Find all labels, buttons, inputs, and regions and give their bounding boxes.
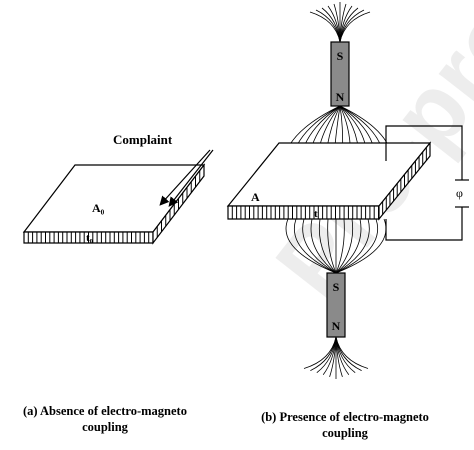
panel-a-front-hatching — [27, 232, 150, 243]
lower-magnet-top-pole: S — [333, 280, 340, 294]
caption-a-line2: coupling — [82, 420, 128, 434]
upper-magnet: S N — [330, 41, 350, 107]
panel-b-front-hatching — [231, 206, 379, 219]
panel-b-plate — [226, 141, 432, 221]
upper-magnet-top-pole: S — [337, 49, 344, 63]
panel-a-area-label: A₀ — [92, 201, 105, 215]
upper-magnet-bottom-pole: N — [336, 90, 345, 104]
caption-b: (b) Presence of electro-magneto coupling — [240, 409, 450, 441]
panel-a-plate — [22, 163, 206, 245]
panel-a-force-arrow-1 — [159, 149, 211, 206]
panel-b-side-hatching — [382, 147, 427, 215]
panel-a-thickness-label: t₀ — [86, 232, 94, 244]
caption-b-line2: coupling — [322, 426, 368, 440]
panel-b-thickness-label: t — [314, 208, 318, 220]
field-lines-top-fan — [309, 2, 371, 43]
potential-label: φ — [456, 186, 463, 200]
panel-a-title: Complaint — [113, 132, 173, 147]
panel-b-plate-front — [227, 205, 380, 220]
panel-b-area-label: A — [251, 190, 260, 204]
lower-magnet: S N — [326, 272, 346, 338]
caption-b-line1: (b) Presence of electro-magneto — [261, 410, 429, 424]
caption-a: (a) Absence of electro-magneto coupling — [10, 403, 200, 435]
lower-magnet-bottom-pole: N — [332, 319, 341, 333]
field-lines-bottom-fan — [303, 336, 369, 379]
field-lines-lower-gap — [285, 218, 387, 274]
caption-a-line1: (a) Absence of electro-magneto — [23, 404, 187, 418]
electric-circuit — [385, 125, 469, 241]
panel-a-force-arrow-2 — [168, 149, 214, 207]
panel-a-plate-top — [22, 164, 206, 233]
